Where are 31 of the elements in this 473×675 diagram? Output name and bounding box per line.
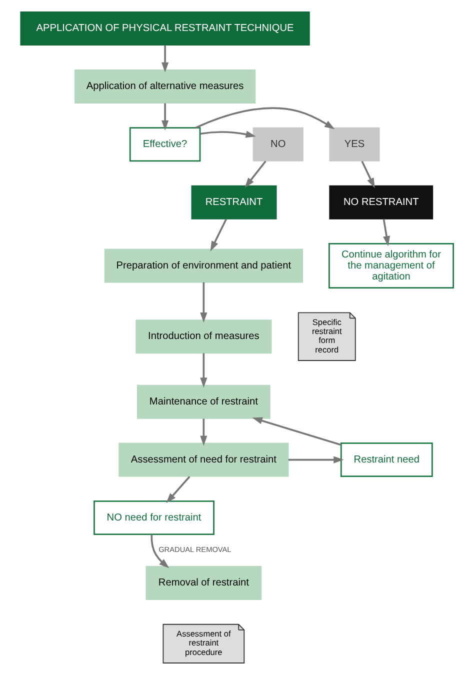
arrow [382,218,390,246]
node-box: Effective? [128,127,200,162]
node-box: NO need for restraint [93,500,214,535]
arrow [161,45,168,73]
arrow [200,282,207,323]
arrow [200,418,207,446]
node-box: Maintenance of restraint [136,384,270,419]
arrow [150,534,169,568]
arrow [360,160,374,188]
arrow [194,107,334,130]
node-box: Restraint need [340,442,432,478]
arrow [252,417,341,446]
node-box: Introduction of measures [135,320,272,354]
node-box: NO [252,127,303,162]
node-box: Preparation of environment and patient [104,248,302,283]
arrow [200,353,207,388]
node-box: Removal of restraint [145,566,262,600]
node-box: YES [328,127,380,162]
node-box: NO RESTRAINT [328,185,433,220]
arrow [166,476,190,504]
arrow [244,160,266,188]
arrow [288,456,344,464]
edge-label: GRADUAL REMOVAL [158,545,231,554]
node-box: Application of alternative measures [74,69,256,104]
arrow [161,103,168,130]
node-box: RESTRAINT [190,185,276,220]
node-box: Continue algorithm for the management of agitation [328,243,454,289]
arrow [210,218,227,252]
arrow [200,130,256,138]
node-box: Assessment of need for restraint [118,442,288,477]
node-box: APPLICATION OF PHYSICAL RESTRAINT TECHNIQUE [20,12,310,46]
